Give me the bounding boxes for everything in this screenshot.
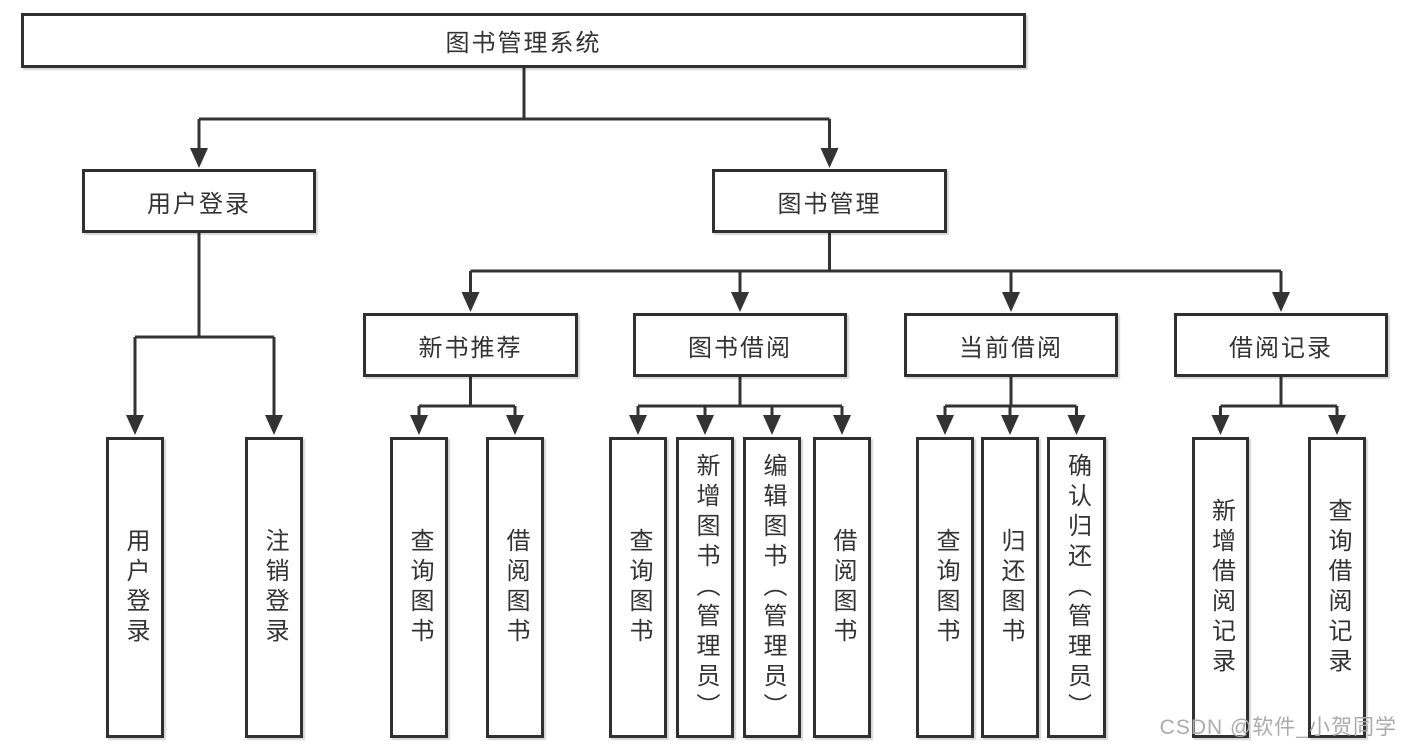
connector-records-to-leaves (1219, 377, 1339, 419)
arrowhead-leaf-current-return (1001, 415, 1019, 435)
csdn-watermark: CSDN @软件_小贺同学 (1159, 716, 1397, 739)
node-current-borrowing: 当前借阅 (904, 313, 1118, 377)
leaf-recommend-query-books: 查询图书 (390, 437, 448, 738)
connector-userlogin-to-leaves (133, 233, 276, 419)
connector-recommend-to-leaves (417, 377, 517, 419)
node-library-management-system: 图书管理系统 (21, 13, 1026, 68)
connector-bookmgmt-to-level3 (469, 233, 1283, 294)
arrowhead-current-borrowing (1002, 292, 1020, 312)
node-book-borrowing: 图书借阅 (633, 313, 847, 377)
arrowhead-leaf-current-confirm (1067, 415, 1086, 435)
arrowhead-leaf-logout (265, 415, 283, 435)
node-user-login: 用户登录 (82, 169, 316, 233)
leaf-current-return-books: 归还图书 (981, 437, 1039, 738)
arrowhead-leaf-borrow-borrow (833, 415, 851, 435)
leaf-logout-login: 注销登录 (245, 437, 303, 738)
arrowhead-leaf-borrow-edit (763, 415, 781, 435)
leaf-borrow-edit-books-admin: 编辑图书（管理员） (743, 437, 801, 738)
arrowhead-leaf-recommend-borrow (506, 415, 524, 435)
node-new-book-recommendation: 新书推荐 (363, 313, 578, 377)
arrowhead-leaf-user-login (126, 415, 144, 435)
arrowhead-book-management (820, 148, 839, 168)
arrowhead-leaf-borrow-query (629, 415, 647, 435)
arrowhead-leaf-records-query (1328, 415, 1346, 435)
leaf-current-confirm-return-admin: 确认归还（管理员） (1047, 437, 1106, 738)
leaf-borrow-borrow-books: 借阅图书 (813, 437, 871, 738)
arrowhead-new-book-recommendation (461, 292, 480, 312)
leaf-user-login: 用户登录 (106, 437, 164, 738)
leaf-borrow-query-books: 查询图书 (609, 437, 667, 738)
leaf-recommend-borrow-books: 借阅图书 (486, 437, 544, 738)
arrowhead-leaf-recommend-query (410, 415, 428, 435)
leaf-borrow-add-books-admin: 新增图书（管理员） (676, 437, 734, 738)
arrowhead-leaf-borrow-add (696, 415, 714, 435)
connector-borrow-to-leaves (636, 377, 844, 419)
node-borrowing-records: 借阅记录 (1174, 313, 1388, 377)
node-book-management: 图书管理 (712, 169, 947, 233)
arrowhead-user-login (190, 148, 208, 168)
connector-current-to-leaves (943, 377, 1078, 419)
arrowhead-borrowing-records (1272, 292, 1290, 312)
connector-root-to-level2 (197, 68, 831, 150)
leaf-current-query-books: 查询图书 (916, 437, 974, 738)
arrowhead-book-borrowing (731, 292, 749, 312)
leaf-records-query-borrow-record: 查询借阅记录 (1308, 437, 1366, 738)
arrowhead-leaf-current-query (936, 415, 954, 435)
leaf-records-add-borrow-record: 新增借阅记录 (1192, 437, 1249, 738)
arrowhead-leaf-records-add (1211, 415, 1230, 435)
